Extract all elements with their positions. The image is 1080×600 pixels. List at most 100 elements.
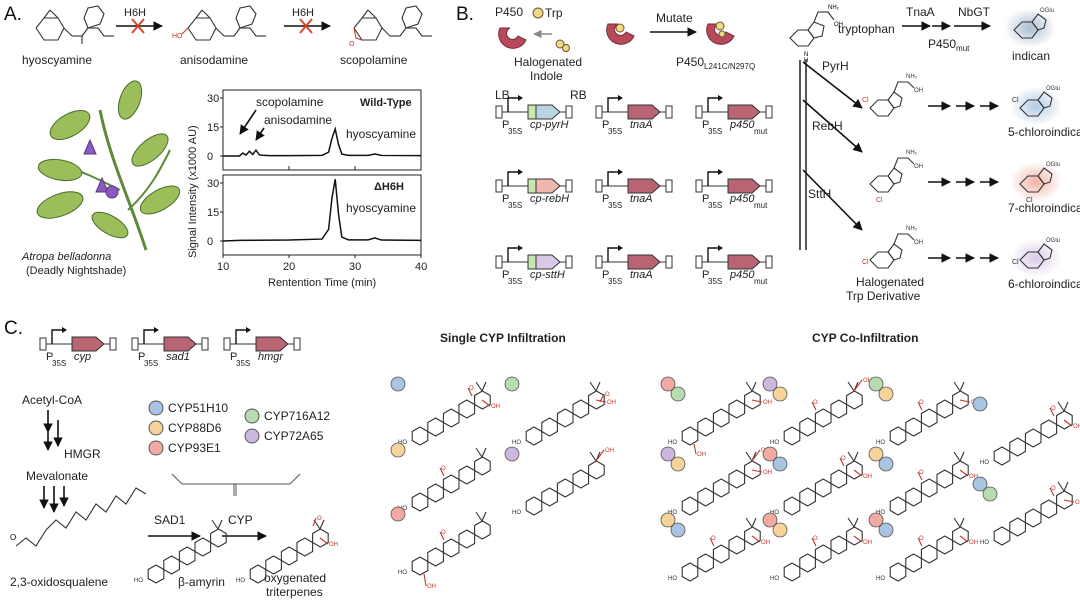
promoter-sub-label: 35S xyxy=(708,277,722,286)
triterpene-skeleton: HOO xyxy=(398,447,491,512)
cyp-indicator-dot xyxy=(390,376,406,392)
oglu-label: OGlu xyxy=(1046,86,1060,92)
promoter-label: P xyxy=(702,193,709,205)
oglu-label: OGlu xyxy=(1040,8,1054,14)
y-tick-label: 0 xyxy=(207,151,213,163)
panel-b-label: B. xyxy=(456,4,474,25)
lb-label: LB xyxy=(495,88,510,102)
oxidosqualene-label: 2,3-oxidosqualene xyxy=(10,575,108,589)
plant-common-name: (Deadly Nightshade) xyxy=(26,265,126,277)
rebh-arrow xyxy=(802,99,863,153)
product-label: 5-chloroindican xyxy=(1008,125,1080,139)
oh-label: OH xyxy=(697,452,706,458)
svg-text:HO: HO xyxy=(172,33,183,40)
cyp-indicator-dot xyxy=(982,486,998,502)
oh-label: OH xyxy=(491,404,500,410)
promoter-label: P xyxy=(602,119,609,131)
cyp-indicator-dot xyxy=(878,456,894,472)
cyp-indicator-dot xyxy=(660,376,676,392)
anisodamine-structure: HO xyxy=(172,5,266,41)
gene-sub-label: mut xyxy=(754,127,768,136)
gene-label: p450 xyxy=(729,119,755,131)
ho-label: HO xyxy=(668,510,677,516)
promoter-sub-label: 35S xyxy=(508,201,522,210)
oh-label: OH xyxy=(863,540,872,546)
cyp-indicator-dot xyxy=(670,522,686,538)
svg-text:NH₂: NH₂ xyxy=(906,226,918,232)
oh-label: OH xyxy=(329,542,338,548)
ho-label: HO xyxy=(770,440,779,446)
promoter-label: P xyxy=(230,351,237,363)
sad1-enzyme-label: SAD1 xyxy=(154,513,186,527)
compound-label-hyoscyamine: hyoscyamine xyxy=(22,53,92,67)
oh-label: OH xyxy=(969,474,978,480)
oh-label: O xyxy=(441,530,446,536)
svg-text:OH: OH xyxy=(834,22,843,28)
oh-label: O xyxy=(1051,486,1056,492)
svg-text:O: O xyxy=(10,533,16,542)
legend-swatch xyxy=(148,400,164,416)
pyrh-label: PyrH xyxy=(822,59,849,73)
y-tick-label: 15 xyxy=(207,122,219,134)
svg-text:NH₂: NH₂ xyxy=(906,74,918,80)
ho-label: HO xyxy=(980,540,989,546)
cyp-indicator-dot xyxy=(868,512,884,528)
cyp-indicator-dot xyxy=(772,456,788,472)
oh-label: OH xyxy=(427,584,436,590)
cyp-indicator-dot xyxy=(504,376,520,392)
pyrh-arrow xyxy=(802,61,863,109)
promoter-label: P xyxy=(138,351,145,363)
oh-label: O xyxy=(317,516,322,522)
mevalonate-label: Mevalonate xyxy=(26,469,88,483)
cl-label: Cl xyxy=(1012,259,1019,266)
oh-label: OH xyxy=(1073,424,1080,430)
y-tick-label: 30 xyxy=(207,178,219,190)
anisodamine-pointer-arrow xyxy=(255,127,265,141)
cyp-indicator-dot xyxy=(660,512,676,528)
oh-label: OH xyxy=(761,540,770,546)
triterpene-skeleton: HO xyxy=(134,519,227,584)
trp-label: Trp xyxy=(545,6,563,20)
tnaa-label: TnaA xyxy=(906,5,935,19)
anisodamine-annotation: anisodamine xyxy=(264,113,332,127)
legend-label: CYP72A65 xyxy=(264,429,324,443)
legend-label: CYP88D6 xyxy=(168,421,222,435)
promoter-sub-label: 35S xyxy=(708,201,722,210)
legend-swatch xyxy=(244,408,260,424)
gene-label: tnaA xyxy=(630,269,653,281)
gene-label: p450 xyxy=(729,193,755,205)
oglu-label: OGlu xyxy=(1046,162,1060,168)
oglu-label: OGlu xyxy=(1046,238,1060,244)
gene-sub-label: mut xyxy=(754,277,768,286)
gene-label: cp-rebH xyxy=(530,193,569,205)
gene-label: hmgr xyxy=(258,351,284,363)
svg-text:OH: OH xyxy=(914,88,923,94)
dh6h-label: ΔH6H xyxy=(374,181,404,193)
oh-label: O xyxy=(1051,406,1056,412)
halogenated-trp-label: Halogenated xyxy=(856,275,924,289)
promoter-sub-label: 35S xyxy=(708,127,722,136)
promoter-label: P xyxy=(502,193,509,205)
product-label: 7-chloroindican xyxy=(1008,201,1080,215)
ho-label: HO xyxy=(668,440,677,446)
gene-label: p450 xyxy=(729,269,755,281)
ho-label: HO xyxy=(770,576,779,582)
chromatogram-trace xyxy=(222,179,422,242)
x-tick-label: 30 xyxy=(349,261,361,273)
scopolamine-structure: O xyxy=(349,5,432,48)
indican-molecule: OGlu xyxy=(1004,8,1056,48)
oh-label: OH xyxy=(1075,500,1080,506)
cyp-indicator-dot xyxy=(504,446,520,462)
legend-label: CYP51H10 xyxy=(168,401,228,415)
